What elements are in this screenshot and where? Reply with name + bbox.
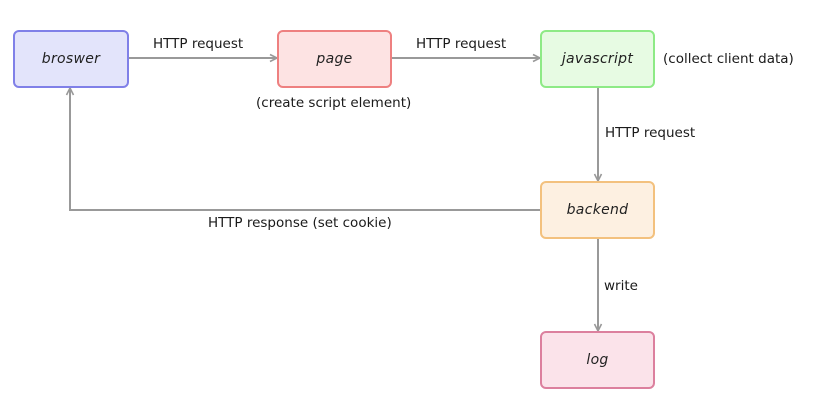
edge-label-javascript-to-backend: HTTP request <box>605 125 696 141</box>
node-javascript-label: javascript <box>561 51 634 67</box>
note-javascript: (collect client data) <box>663 51 794 67</box>
edge-label-backend-to-browser: HTTP response (set cookie) <box>208 215 392 231</box>
node-browser-label: broswer <box>41 51 101 67</box>
node-page: page <box>277 30 392 88</box>
node-backend: backend <box>540 181 655 239</box>
node-javascript: javascript <box>540 30 655 88</box>
note-page: (create script element) <box>256 95 412 111</box>
edge-label-browser-to-page: HTTP request <box>153 36 244 52</box>
node-log-label: log <box>586 352 609 368</box>
node-log: log <box>540 331 655 389</box>
node-page-label: page <box>316 51 353 67</box>
edge-label-page-to-javascript: HTTP request <box>416 36 507 52</box>
node-browser: broswer <box>13 30 129 88</box>
arrow-backend-to-browser <box>65 86 540 211</box>
edge-label-backend-to-log: write <box>604 278 638 294</box>
node-backend-label: backend <box>566 202 629 218</box>
